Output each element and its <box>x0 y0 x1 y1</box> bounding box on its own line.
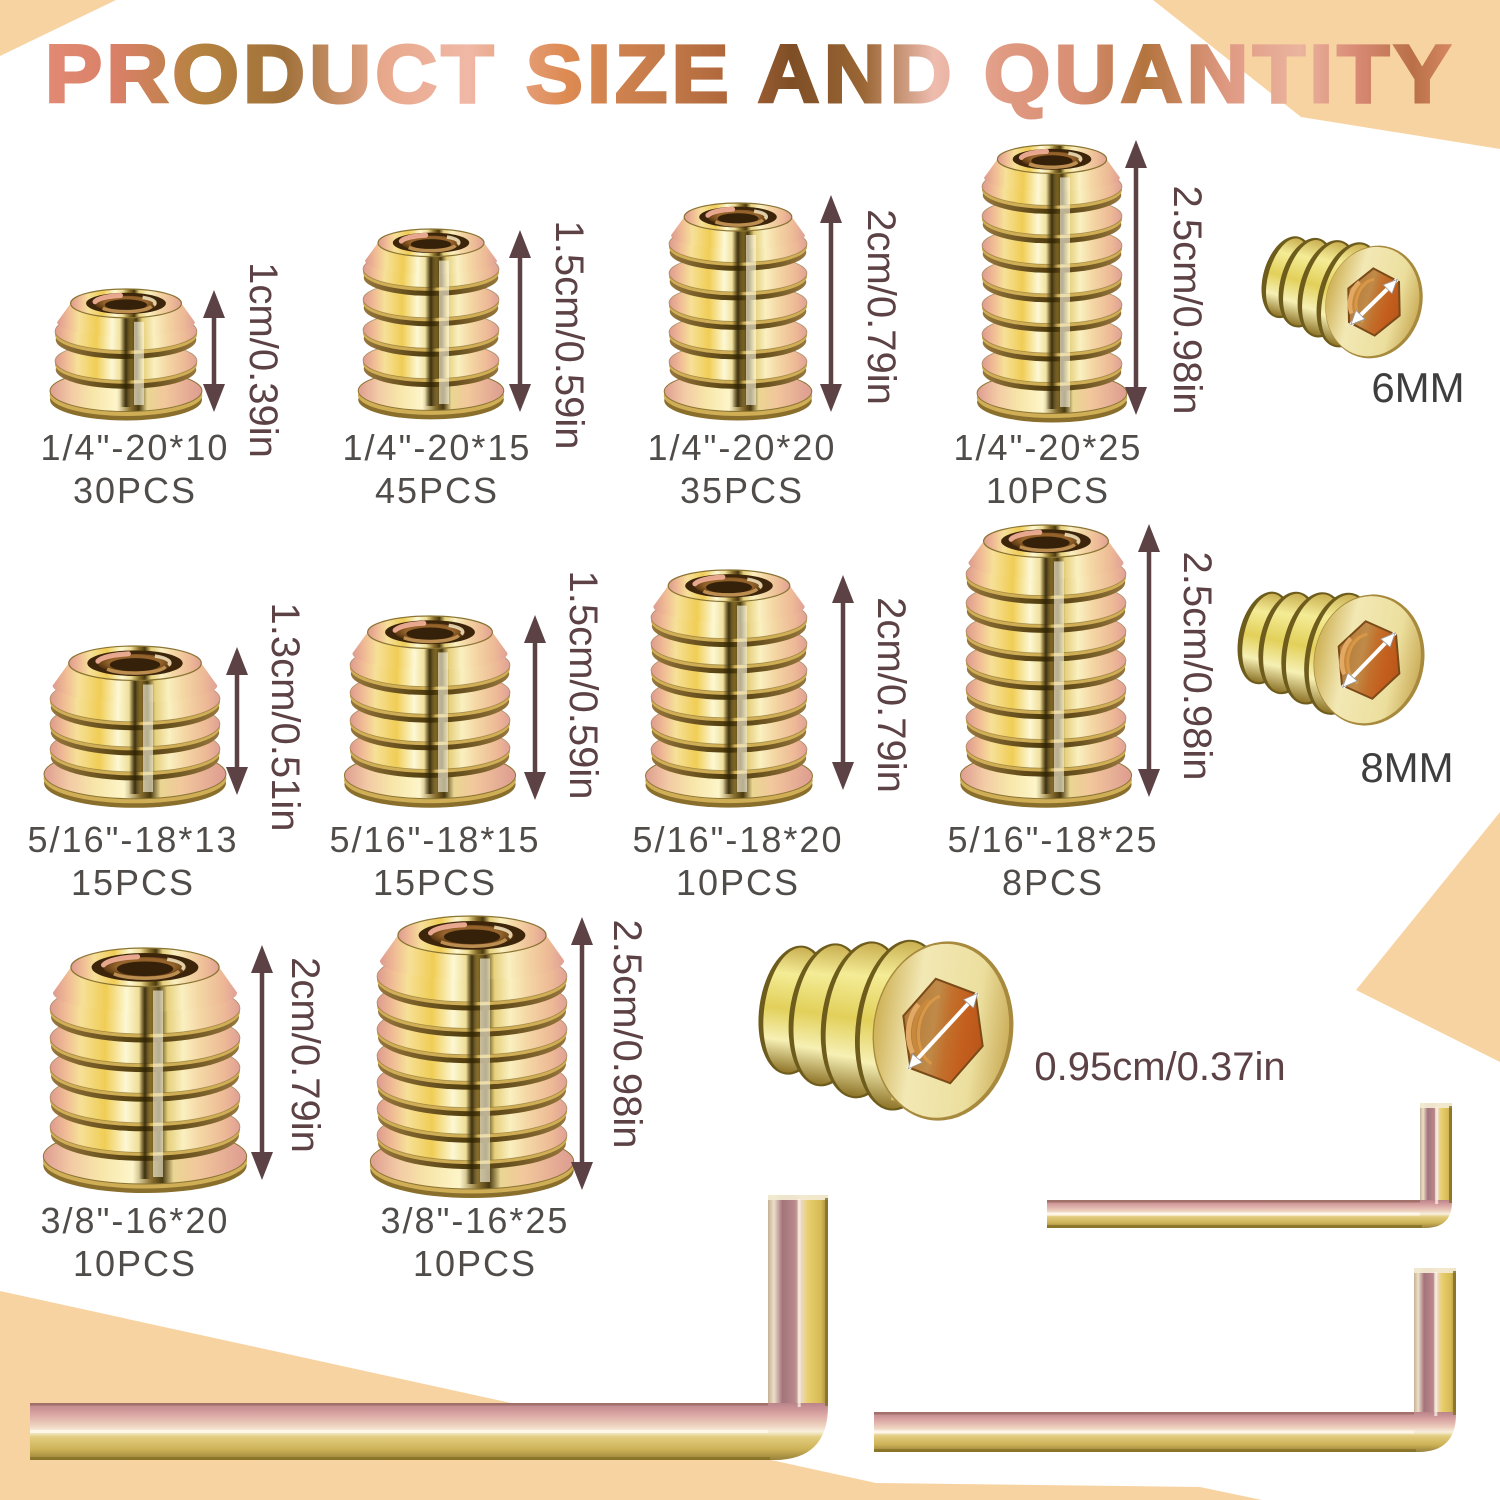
svg-text:1.5cm/0.59in: 1.5cm/0.59in <box>561 570 605 799</box>
svg-text:10PCS: 10PCS <box>676 862 800 903</box>
svg-text:1/4"-20*10: 1/4"-20*10 <box>41 427 230 468</box>
svg-text:1/4"-20*20: 1/4"-20*20 <box>648 427 837 468</box>
svg-text:8PCS: 8PCS <box>1002 862 1104 903</box>
svg-text:2cm/0.79in: 2cm/0.79in <box>283 957 327 1153</box>
svg-text:3/8"-16*20: 3/8"-16*20 <box>41 1200 230 1241</box>
svg-text:2cm/0.79in: 2cm/0.79in <box>869 597 913 793</box>
svg-text:2.5cm/0.98in: 2.5cm/0.98in <box>1175 551 1219 780</box>
svg-text:35PCS: 35PCS <box>680 470 804 511</box>
svg-text:PRODUCT SIZE AND QUANTITY: PRODUCT SIZE AND QUANTITY <box>45 29 1455 120</box>
svg-text:8MM: 8MM <box>1360 744 1453 791</box>
svg-text:30PCS: 30PCS <box>73 470 197 511</box>
svg-text:6MM: 6MM <box>1371 364 1464 411</box>
svg-text:1cm/0.39in: 1cm/0.39in <box>241 262 285 458</box>
svg-text:5/16"-18*13: 5/16"-18*13 <box>28 819 239 860</box>
svg-text:15PCS: 15PCS <box>71 862 195 903</box>
svg-text:5/16"-18*20: 5/16"-18*20 <box>633 819 844 860</box>
svg-text:10PCS: 10PCS <box>986 470 1110 511</box>
svg-text:3/8"-16*25: 3/8"-16*25 <box>381 1200 570 1241</box>
svg-text:5/16"-18*25: 5/16"-18*25 <box>948 819 1159 860</box>
svg-text:2.5cm/0.98in: 2.5cm/0.98in <box>605 919 649 1148</box>
svg-text:45PCS: 45PCS <box>375 470 499 511</box>
svg-text:15PCS: 15PCS <box>373 862 497 903</box>
svg-text:5/16"-18*15: 5/16"-18*15 <box>330 819 541 860</box>
svg-text:2.5cm/0.98in: 2.5cm/0.98in <box>1165 185 1209 414</box>
svg-text:1/4"-20*15: 1/4"-20*15 <box>343 427 532 468</box>
svg-text:1.5cm/0.59in: 1.5cm/0.59in <box>547 220 591 449</box>
svg-text:2cm/0.79in: 2cm/0.79in <box>859 209 903 405</box>
svg-text:10PCS: 10PCS <box>413 1243 537 1284</box>
svg-text:1/4"-20*25: 1/4"-20*25 <box>954 427 1143 468</box>
svg-text:1.3cm/0.51in: 1.3cm/0.51in <box>263 602 307 831</box>
svg-text:0.95cm/0.37in: 0.95cm/0.37in <box>1034 1045 1285 1089</box>
svg-text:10PCS: 10PCS <box>73 1243 197 1284</box>
